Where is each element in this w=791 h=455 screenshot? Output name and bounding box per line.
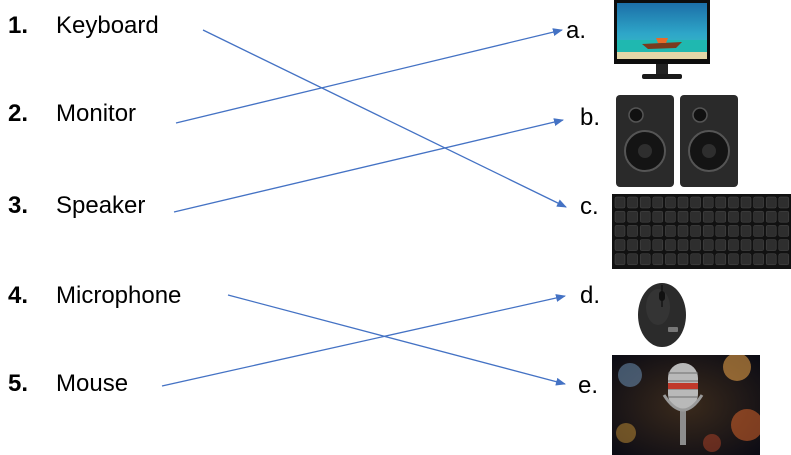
match-line-3-b bbox=[173, 118, 564, 213]
item-number: 3. bbox=[8, 192, 29, 219]
item-label: Mouse bbox=[56, 370, 129, 397]
item-mouse: 5. Mouse bbox=[8, 370, 128, 398]
item-number: 5. bbox=[8, 370, 29, 397]
item-number: 1. bbox=[8, 12, 29, 39]
item-number: 4. bbox=[8, 282, 29, 309]
item-label: Keyboard bbox=[56, 12, 159, 39]
item-microphone: 4. Microphone bbox=[8, 282, 181, 310]
item-speaker: 3. Speaker bbox=[8, 192, 145, 220]
item-monitor: 2. Monitor bbox=[8, 100, 136, 128]
item-label: Microphone bbox=[56, 282, 182, 309]
answer-letter-b: b. bbox=[580, 104, 601, 131]
item-label: Speaker bbox=[56, 192, 146, 219]
match-line-4-e bbox=[227, 294, 566, 386]
match-line-2-a bbox=[175, 28, 563, 124]
answer-letter-e: e. bbox=[578, 372, 599, 399]
speakers-image bbox=[612, 93, 742, 191]
keyboard-image bbox=[612, 194, 791, 269]
item-number: 2. bbox=[8, 100, 29, 127]
microphone-image bbox=[612, 355, 760, 455]
item-keyboard: 1. Keyboard bbox=[8, 12, 159, 40]
answer-letter-c: c. bbox=[580, 193, 599, 220]
mouse-image bbox=[630, 277, 694, 349]
match-line-1-c bbox=[202, 29, 567, 208]
monitor-image bbox=[612, 0, 712, 82]
answer-letter-a: a. bbox=[566, 17, 587, 44]
match-line-5-d bbox=[161, 294, 566, 387]
answer-letter-d: d. bbox=[580, 282, 601, 309]
item-label: Monitor bbox=[56, 100, 137, 127]
